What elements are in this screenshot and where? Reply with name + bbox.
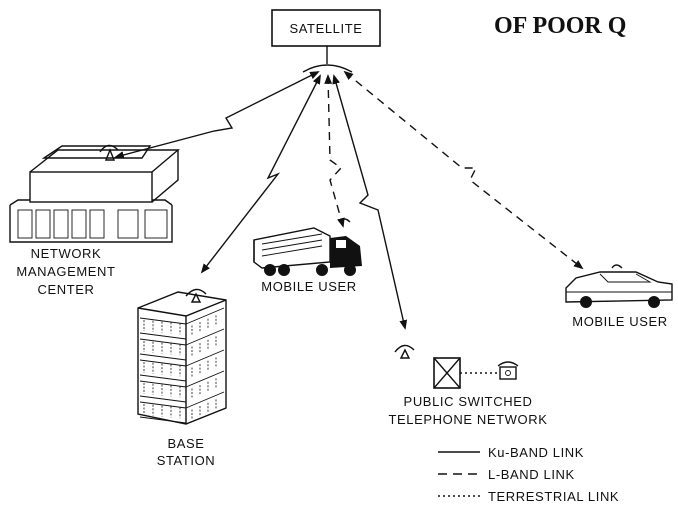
network-management-center-building xyxy=(9,144,180,243)
floor-line xyxy=(139,380,187,403)
legend-label-ku-band: Ku-BAND LINK xyxy=(488,445,584,460)
telephone-icon xyxy=(497,361,519,380)
base-station-antenna-icon xyxy=(185,288,207,297)
base-station-building xyxy=(137,288,227,425)
pstn-antenna-icon xyxy=(394,344,415,353)
truck-mobile-user-label: MOBILE USER xyxy=(261,279,356,294)
floor-side-line xyxy=(185,328,225,346)
pstn-label-line2: TELEPHONE NETWORK xyxy=(389,412,548,427)
nmc-antenna-icon xyxy=(99,144,119,153)
l-band-link-car xyxy=(343,70,584,270)
header-fragment: OF POOR Q xyxy=(494,13,626,39)
nmc-label-line2: MANAGEMENT xyxy=(16,264,115,279)
floor-line xyxy=(139,401,187,424)
satellite-dish-icon xyxy=(302,64,353,73)
ku-link-nmc xyxy=(114,71,320,159)
car-icon xyxy=(565,264,673,308)
satellite-node: SATELLITE xyxy=(271,9,381,73)
legend-label-l-band: L-BAND LINK xyxy=(488,467,575,482)
car-mobile-user-label: MOBILE USER xyxy=(572,314,667,329)
floor-side-line xyxy=(185,349,225,367)
satellite-label: SATELLITE xyxy=(289,21,362,36)
truck-icon xyxy=(253,218,362,276)
ku-link-base-station xyxy=(200,74,321,274)
links xyxy=(114,70,584,330)
floor-line xyxy=(139,359,187,382)
pstn-node xyxy=(394,344,519,389)
legend: Ku-BAND LINK L-BAND LINK TERRESTRIAL LIN… xyxy=(438,445,619,504)
nmc-label-line3: CENTER xyxy=(37,282,94,297)
base-station-label-line1: BASE xyxy=(167,436,204,451)
floor-side-line xyxy=(185,307,225,325)
legend-label-terrestrial: TERRESTRIAL LINK xyxy=(488,489,619,504)
floor-side-line xyxy=(185,391,225,409)
base-station-label-line2: STATION xyxy=(157,453,216,468)
floor-side-line xyxy=(185,370,225,388)
pstn-label-line1: PUBLIC SWITCHED xyxy=(404,394,533,409)
floor-line xyxy=(139,317,187,340)
floor-line xyxy=(139,338,187,361)
nmc-label-line1: NETWORK xyxy=(31,246,102,261)
